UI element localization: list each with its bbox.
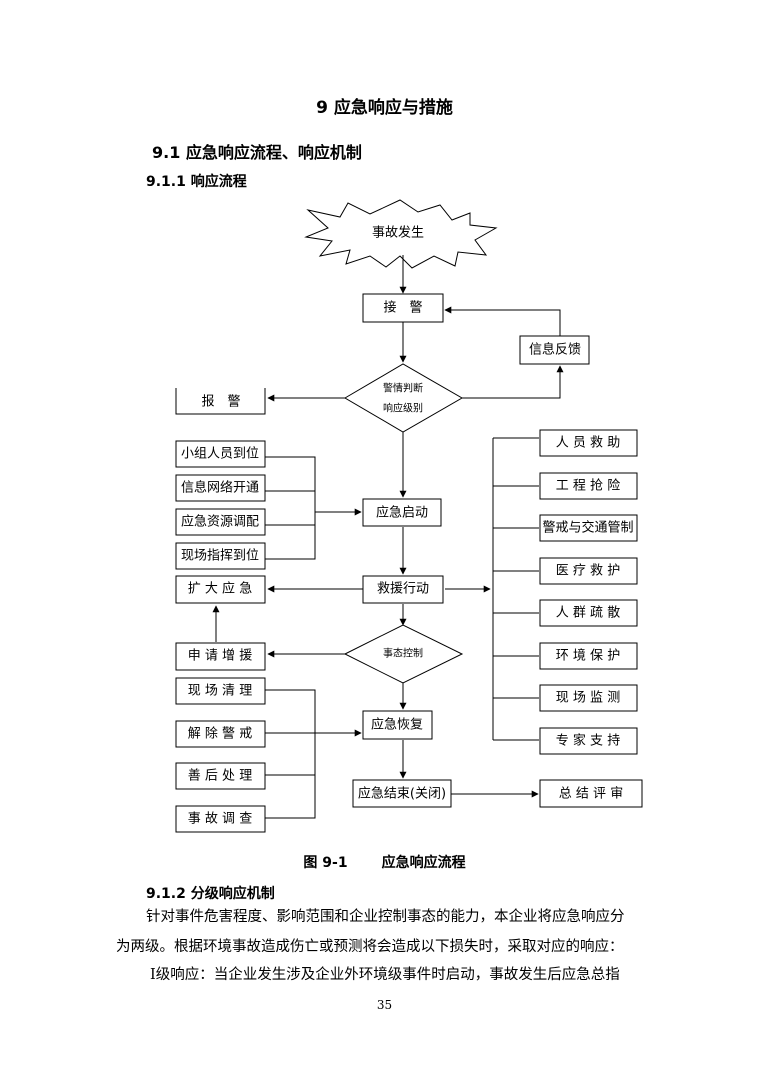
control-diamond: [343, 624, 464, 684]
recovery-task-box-0: [175, 677, 266, 705]
measure-box-0: [539, 429, 638, 457]
prep-box-1: [175, 474, 266, 502]
prep-box-3: [175, 542, 266, 570]
report-box: [175, 388, 266, 415]
measure-label-4: 人 群 疏 散: [556, 606, 620, 621]
subsection-title-graded-response: 9.1.2 分级响应机制: [146, 886, 275, 902]
prep-label-0: 小组人员到位: [181, 447, 259, 462]
recovery-task-label-3: 事 故 调 查: [188, 812, 252, 827]
launch-label: 应急启动: [376, 505, 428, 521]
measure-box-6: [539, 684, 638, 712]
end-box: [352, 779, 452, 808]
paragraph-line-3: Ⅰ级响应：当企业发生涉及企业外环境级事件时启动，事故发生后应急总指: [150, 967, 620, 983]
measure-box-4: [539, 599, 638, 627]
receive-label: 接 警: [383, 300, 422, 316]
action-label: 救援行动: [377, 581, 429, 597]
expand-label: 扩 大 应 急: [188, 581, 252, 597]
request-label: 申 请 增 援: [188, 649, 252, 664]
judge-label-1: 警情判断: [383, 382, 423, 395]
prep-label-3: 现场指挥到位: [181, 549, 259, 564]
subsection-title-response-flow: 9.1.1 响应流程: [146, 174, 247, 190]
paragraph-line-2: 为两级。根据环境事故造成伤亡或预测将会造成以下损失时，采取对应的响应：: [116, 939, 624, 955]
feedback-box: [519, 335, 590, 365]
paragraph-line-1: 针对事件危害程度、影响范围和企业控制事态的能力，本企业将应急响应分: [146, 909, 625, 925]
judge-label-2: 响应级别: [383, 402, 423, 415]
report-label: 报 警: [201, 394, 240, 410]
feedback-label: 信息反馈: [529, 342, 581, 358]
chapter-title: 9 应急响应与措施: [316, 98, 453, 118]
review-box: [539, 779, 643, 808]
measure-box-7: [539, 727, 638, 755]
measure-label-3: 医 疗 救 护: [556, 563, 620, 579]
page-number: 35: [376, 998, 393, 1012]
measure-box-1: [539, 472, 638, 500]
judge-diamond: [344, 363, 464, 433]
prep-box-2: [175, 508, 266, 536]
recovery-label: 应急恢复: [371, 717, 423, 733]
end-label: 应急结束(关闭): [358, 786, 446, 802]
recovery-task-box-3: [175, 805, 266, 833]
recovery-box: [362, 710, 433, 740]
prep-box-0: [175, 440, 266, 468]
recovery-task-box-1: [175, 720, 266, 748]
figure-caption: 图 9-1 应急响应流程: [0, 852, 769, 872]
figure-title: 应急响应流程: [381, 855, 466, 871]
prep-label-2: 应急资源调配: [181, 514, 259, 530]
measure-label-1: 工 程 抢 险: [556, 478, 620, 494]
recovery-task-label-0: 现 场 清 理: [188, 684, 252, 699]
measure-label-6: 现 场 监 测: [556, 691, 620, 706]
measure-label-5: 环 境 保 护: [556, 649, 620, 664]
recovery-task-label-1: 解 除 警 戒: [188, 726, 252, 742]
measure-label-0: 人 员 救 助: [556, 435, 620, 451]
section-title: 9.1 应急响应流程、响应机制: [152, 143, 362, 162]
receive-alarm-box: [362, 293, 444, 323]
measure-box-3: [539, 557, 638, 585]
control-label: 事态控制: [383, 647, 423, 660]
measure-box-2: [539, 514, 638, 542]
measure-label-2: 警戒与交通管制: [542, 520, 633, 536]
request-box: [175, 642, 266, 671]
response-flowchart: 事故发生 接 警 信息反馈 警情判断 响应级别 报 警 小组人员到位 信息网络开…: [175, 199, 643, 833]
review-label: 总 结 评 审: [559, 787, 623, 802]
action-box: [362, 575, 444, 604]
incident-starburst: [304, 199, 498, 269]
start-label: 事故发生: [372, 225, 424, 241]
measure-label-7: 专 家 支 持: [556, 733, 620, 749]
figure-number: 图 9-1: [303, 855, 348, 871]
recovery-task-label-2: 善 后 处 理: [188, 768, 252, 784]
measure-box-5: [539, 642, 638, 670]
launch-box: [362, 498, 442, 527]
expand-box: [175, 575, 266, 604]
prep-label-1: 信息网络开通: [181, 480, 259, 496]
recovery-task-box-2: [175, 762, 266, 790]
